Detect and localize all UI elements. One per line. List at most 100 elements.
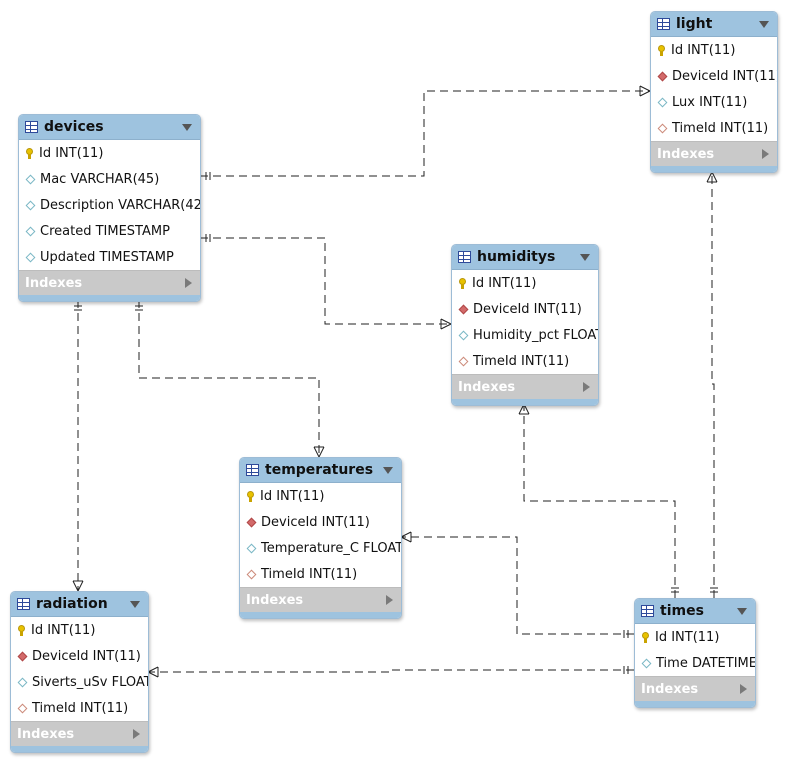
- column-icon: [25, 226, 36, 236]
- column-label: DeviceId INT(11): [473, 301, 582, 317]
- expand-arrow-icon[interactable]: [740, 684, 747, 694]
- expand-arrow-icon[interactable]: [583, 382, 590, 392]
- table-temperatures[interactable]: temperatures Id INT(11) DeviceId INT(11)…: [239, 457, 402, 619]
- rel-times-temperatures: [401, 536, 634, 635]
- column-row[interactable]: Created TIMESTAMP: [19, 218, 200, 244]
- column-label: TimeId INT(11): [473, 353, 570, 369]
- table-header[interactable]: temperatures: [240, 458, 401, 483]
- column-row[interactable]: Updated TIMESTAMP: [19, 244, 200, 270]
- column-row[interactable]: Mac VARCHAR(45): [19, 166, 200, 192]
- chevron-down-icon[interactable]: [759, 20, 769, 28]
- column-row[interactable]: Id INT(11): [240, 483, 401, 509]
- chevron-down-icon[interactable]: [580, 253, 590, 261]
- one-mark-times-temperatures: [623, 630, 629, 638]
- column-row[interactable]: TimeId INT(11): [651, 115, 777, 141]
- table-icon: [641, 605, 654, 617]
- crowfoot-radiation-times: [147, 666, 159, 678]
- rel-devices-temperatures: [138, 300, 320, 457]
- table-icon: [458, 251, 471, 263]
- column-row[interactable]: DeviceId INT(11): [240, 509, 401, 535]
- column-row[interactable]: TimeId INT(11): [11, 695, 148, 721]
- column-row[interactable]: Id INT(11): [19, 140, 200, 166]
- primary-key-icon: [458, 278, 468, 289]
- table-icon: [246, 464, 259, 476]
- column-row[interactable]: DeviceId INT(11): [452, 296, 598, 322]
- table-times[interactable]: times Id INT(11) Time DATETIME Indexes: [634, 598, 756, 708]
- crowfoot-light-times: [706, 171, 718, 183]
- primary-key-icon: [17, 625, 27, 636]
- column-row[interactable]: Siverts_uSv FLOAT: [11, 669, 148, 695]
- column-row[interactable]: Id INT(11): [651, 37, 777, 63]
- primary-key-icon: [657, 45, 667, 56]
- chevron-down-icon[interactable]: [737, 607, 747, 615]
- foreign-key-icon: [657, 71, 668, 81]
- column-row[interactable]: Lux INT(11): [651, 89, 777, 115]
- table-name: times: [660, 603, 704, 619]
- column-label: Temperature_C FLOAT: [261, 540, 402, 556]
- one-mark-devices-radiation: [74, 305, 82, 311]
- column-icon: [246, 543, 257, 553]
- indexes-section[interactable]: Indexes: [651, 141, 777, 166]
- column-label: Time DATETIME: [656, 655, 756, 671]
- table-name: devices: [44, 119, 104, 135]
- column-icon: [25, 174, 36, 184]
- expand-arrow-icon[interactable]: [762, 149, 769, 159]
- column-row[interactable]: TimeId INT(11): [452, 348, 598, 374]
- primary-key-icon: [246, 491, 256, 502]
- column-label: TimeId INT(11): [672, 120, 769, 136]
- column-row[interactable]: TimeId INT(11): [240, 561, 401, 587]
- table-header[interactable]: radiation: [11, 592, 148, 617]
- crowfoot-light-devices: [639, 85, 651, 97]
- chevron-down-icon[interactable]: [383, 466, 393, 474]
- indexes-section[interactable]: Indexes: [240, 587, 401, 612]
- indexes-label: Indexes: [641, 681, 699, 697]
- nullable-fk-icon: [17, 703, 28, 713]
- table-humiditys[interactable]: humiditys Id INT(11) DeviceId INT(11) Hu…: [451, 244, 599, 406]
- table-header[interactable]: devices: [19, 115, 200, 140]
- column-label: Description VARCHAR(42): [40, 197, 201, 213]
- column-label: Id INT(11): [39, 145, 104, 161]
- column-row[interactable]: Humidity_pct FLOAT: [452, 322, 598, 348]
- column-label: Id INT(11): [671, 42, 736, 58]
- table-header[interactable]: humiditys: [452, 245, 598, 270]
- indexes-section[interactable]: Indexes: [452, 374, 598, 399]
- column-row[interactable]: Time DATETIME: [635, 650, 755, 676]
- table-footer: [452, 399, 598, 405]
- indexes-section[interactable]: Indexes: [635, 676, 755, 701]
- nullable-fk-icon: [246, 569, 257, 579]
- column-row[interactable]: Id INT(11): [452, 270, 598, 296]
- column-row[interactable]: Id INT(11): [635, 624, 755, 650]
- column-row[interactable]: Temperature_C FLOAT: [240, 535, 401, 561]
- chevron-down-icon[interactable]: [130, 600, 140, 608]
- chevron-down-icon[interactable]: [182, 123, 192, 131]
- column-row[interactable]: DeviceId INT(11): [651, 63, 777, 89]
- table-footer: [19, 295, 200, 301]
- rel-times-light: [711, 172, 715, 598]
- indexes-label: Indexes: [657, 146, 715, 162]
- table-light[interactable]: light Id INT(11) DeviceId INT(11) Lux IN…: [650, 11, 778, 173]
- expand-arrow-icon[interactable]: [185, 278, 192, 288]
- expand-arrow-icon[interactable]: [133, 729, 140, 739]
- column-label: Id INT(11): [260, 488, 325, 504]
- table-header[interactable]: light: [651, 12, 777, 37]
- foreign-key-icon: [17, 651, 28, 661]
- table-radiation[interactable]: radiation Id INT(11) DeviceId INT(11) Si…: [10, 591, 149, 753]
- column-row[interactable]: Description VARCHAR(42): [19, 192, 200, 218]
- expand-arrow-icon[interactable]: [386, 595, 393, 605]
- column-row[interactable]: Id INT(11): [11, 617, 148, 643]
- table-icon: [657, 18, 670, 30]
- one-mark-times-radiation: [623, 666, 629, 674]
- indexes-section[interactable]: Indexes: [11, 721, 148, 746]
- crowfoot-temperatures-devices: [313, 446, 325, 458]
- indexes-section[interactable]: Indexes: [19, 270, 200, 295]
- column-icon: [657, 97, 668, 107]
- table-name: radiation: [36, 596, 108, 612]
- column-row[interactable]: DeviceId INT(11): [11, 643, 148, 669]
- table-name: light: [676, 16, 713, 32]
- table-footer: [240, 612, 401, 618]
- table-devices[interactable]: devices Id INT(11) Mac VARCHAR(45) Descr…: [18, 114, 201, 302]
- table-header[interactable]: times: [635, 599, 755, 624]
- column-icon: [25, 252, 36, 262]
- column-label: Mac VARCHAR(45): [40, 171, 160, 187]
- indexes-label: Indexes: [17, 726, 75, 742]
